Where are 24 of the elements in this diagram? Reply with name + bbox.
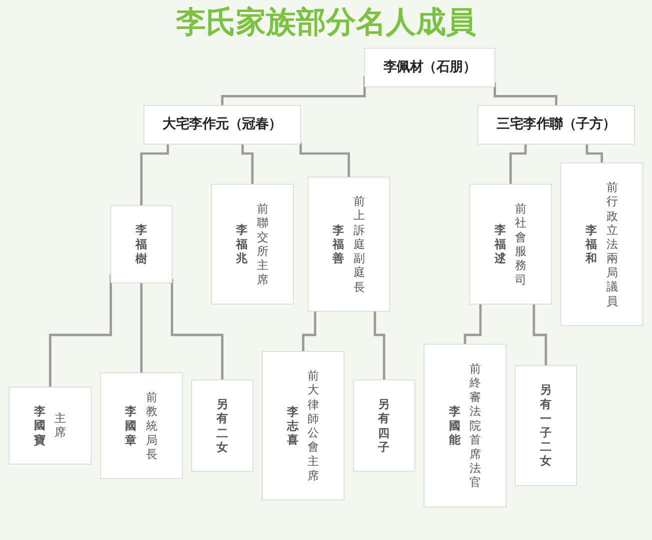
connector <box>586 144 603 164</box>
node-box: 另有二女 <box>191 380 254 472</box>
connector <box>374 311 386 382</box>
connector <box>532 304 548 367</box>
title: 李氏家族部分名人成員 <box>174 4 477 42</box>
node-box: 三宅李作聯（子方） <box>477 105 635 145</box>
connector <box>302 311 316 353</box>
node-box: 李佩材（石朋） <box>364 48 496 88</box>
connector <box>140 144 169 207</box>
connector <box>464 304 482 346</box>
node-box: 李國能 前終審法院首席法官 <box>424 344 506 508</box>
connector <box>221 76 366 107</box>
connector <box>170 278 224 382</box>
connector <box>241 144 254 186</box>
connector <box>509 144 527 186</box>
connector <box>140 282 143 374</box>
node-box: 李福和 前行政立法兩局議員 <box>560 162 644 326</box>
node-box: 另有四子 <box>353 380 416 472</box>
node-box: 李福樹 <box>110 205 172 284</box>
node-box: 李國章 前教統局長 <box>100 372 183 479</box>
node-box: 另有一子二女 <box>514 365 577 486</box>
node-box: 李福善 前上訴庭副庭長 <box>307 176 390 312</box>
node-box: 大宅李作元（冠春） <box>144 105 302 145</box>
connector <box>300 142 350 178</box>
